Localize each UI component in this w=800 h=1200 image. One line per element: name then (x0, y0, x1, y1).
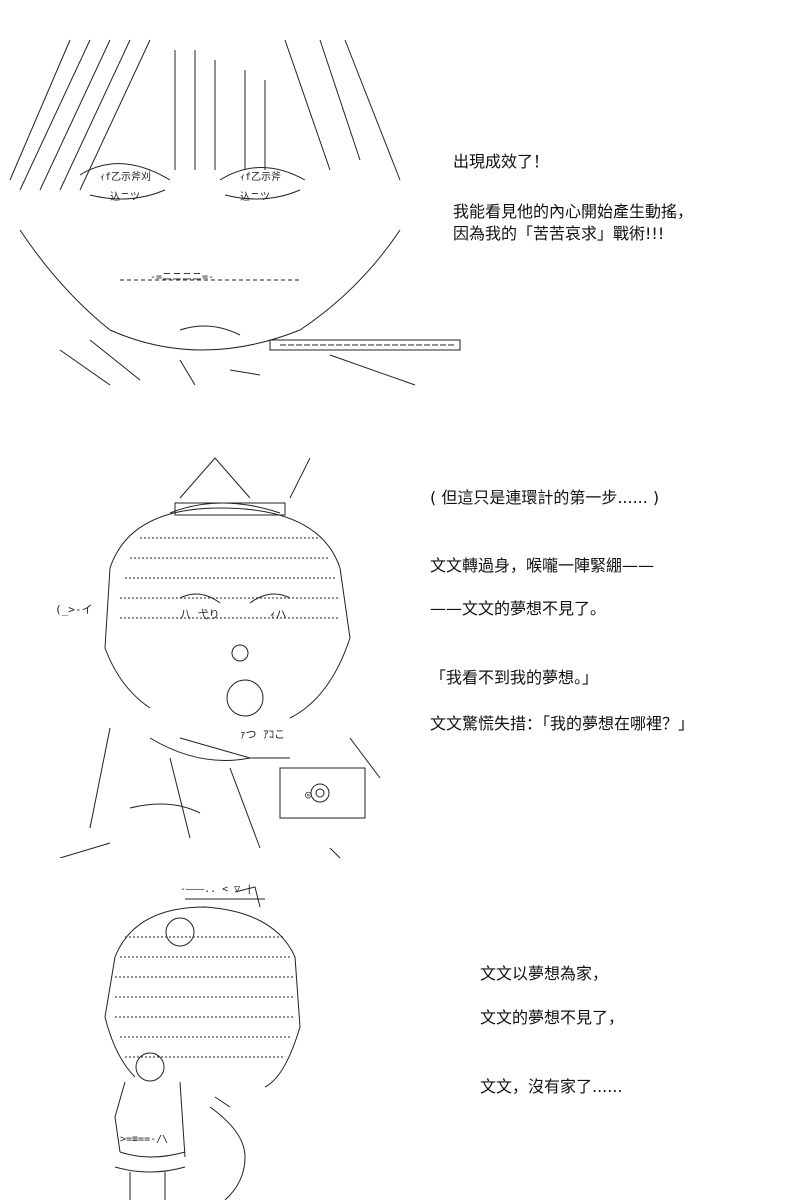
panel-1: ｨf乙示斧刈 ｨf乙示斧 込ニツ 込ニツ -=ニニニニ=- 出現成效了！ 我能看… (0, 0, 800, 420)
svg-text:ｨハ: ｨハ (270, 608, 287, 621)
svg-text:ｨf乙示斧刈: ｨf乙示斧刈 (100, 170, 151, 183)
svg-text:込ニツ: 込ニツ (240, 191, 270, 203)
svg-text:>=≡==-/\: >=≡==-/\ (120, 1134, 168, 1145)
ascii-art-girl-with-camera-drawing: (_>-イ 八 弋り ｨハ ｧつ ｱｺこ ◎ (55, 457, 381, 858)
svg-text:込ニツ: 込ニツ (110, 191, 140, 203)
ascii-art-girl-standing: -―――.. < ▽ | >=≡==-/\ (95, 877, 305, 1200)
ascii-art-girl-standing-drawing: -―――.. < ▽ | >=≡==-/\ (104, 884, 301, 1200)
narration-line: 文文的夢想不見了， (480, 1008, 625, 1027)
svg-text:ｨf乙示斧: ｨf乙示斧 (240, 171, 281, 183)
svg-text:(_>-イ: (_>-イ (55, 603, 93, 616)
narration-line: ——文文的夢想不見了。 (430, 599, 607, 618)
narration-line: 文文，沒有家了...... (480, 1077, 623, 1096)
narration-line: 我能看見他的內心開始產生動搖， (453, 202, 694, 221)
ascii-art-face-closeup-drawing: ｨf乙示斧刈 ｨf乙示斧 込ニツ 込ニツ -=ニニニニ=- (9, 39, 461, 386)
narration-line: 文文轉過身，喉嚨一陣緊綳—— (430, 556, 655, 575)
narration-line: ( 但這只是連環計的第一步...... ) (430, 488, 660, 507)
dialogue-line: 文文驚慌失措：「我的夢想在哪裡？」 (430, 714, 695, 733)
dialogue-line: 「我看不到我的夢想。」 (430, 668, 599, 687)
ascii-art-girl-with-camera: (_>-イ 八 弋り ｨハ ｧつ ｱｺこ ◎ (50, 438, 390, 858)
svg-text:◎: ◎ (305, 788, 312, 801)
svg-text:ｧつ ｱｺこ: ｧつ ｱｺこ (240, 728, 285, 741)
ascii-art-face-closeup: ｨf乙示斧刈 ｨf乙示斧 込ニツ 込ニツ -=ニニニニ=- (0, 30, 470, 390)
narration-line: 出現成效了！ (453, 152, 550, 171)
panel-2: (_>-イ 八 弋り ｨハ ｧつ ｱｺこ ◎ ( 但這只是連環計的第一步....… (0, 420, 800, 865)
svg-text:八 弋り: 八 弋り (180, 608, 220, 621)
narration-line: 因為我的「苦苦哀求」戰術!!! (453, 224, 665, 243)
narration-line: 文文以夢想為家， (480, 964, 609, 983)
svg-text:-―――.. < ▽ |: -―――.. < ▽ | (180, 884, 252, 895)
panel-3: -―――.. < ▽ | >=≡==-/\ 文文以夢想為家， 文文的夢想不見了，… (0, 865, 800, 1200)
svg-text:-=ニニニニ=-: -=ニニニニ=- (150, 272, 214, 283)
